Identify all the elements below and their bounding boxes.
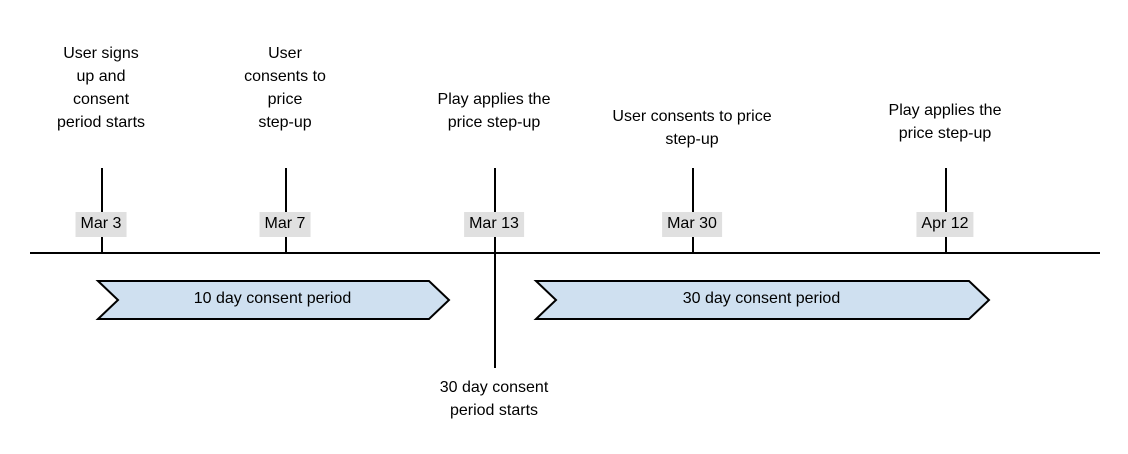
tick-upper-apr-12 — [945, 168, 947, 213]
tick-lower-mar-13 — [494, 228, 496, 253]
tick-upper-mar-13 — [494, 168, 496, 213]
date-chip-mar-7[interactable]: Mar 7 — [259, 212, 311, 237]
period-10-day[interactable]: 10 day consent period — [95, 280, 451, 320]
tick-upper-mar-30 — [692, 168, 694, 213]
tick-upper-mar-3 — [101, 168, 103, 213]
bottom-note: 30 day consent period starts — [439, 379, 549, 419]
tick-lower-mar-3 — [101, 228, 103, 253]
date-chip-mar-3[interactable]: Mar 3 — [75, 212, 127, 237]
date-chip-apr-12[interactable]: Apr 12 — [916, 212, 974, 237]
callout-mar-3: User signs up and consent period starts — [56, 45, 146, 131]
tick-lower-mar-7 — [285, 228, 287, 253]
tick-lower-apr-12 — [945, 228, 947, 253]
callout-apr-12: Play applies the price step-up — [888, 102, 1002, 142]
period-30-day[interactable]: 30 day consent period — [533, 280, 991, 320]
tick-lower-mar-30 — [692, 228, 694, 253]
tick-down-mar-13 — [494, 253, 496, 368]
callout-mar-30: User consents to price step-up — [612, 108, 772, 148]
callout-mar-13: Play applies the price step-up — [437, 91, 551, 131]
tick-upper-mar-7 — [285, 168, 287, 213]
callout-mar-7: User consents to price step-up — [244, 45, 326, 131]
date-chip-mar-30[interactable]: Mar 30 — [662, 212, 722, 237]
date-chip-mar-13[interactable]: Mar 13 — [464, 212, 524, 237]
timeline-axis — [30, 252, 1100, 254]
